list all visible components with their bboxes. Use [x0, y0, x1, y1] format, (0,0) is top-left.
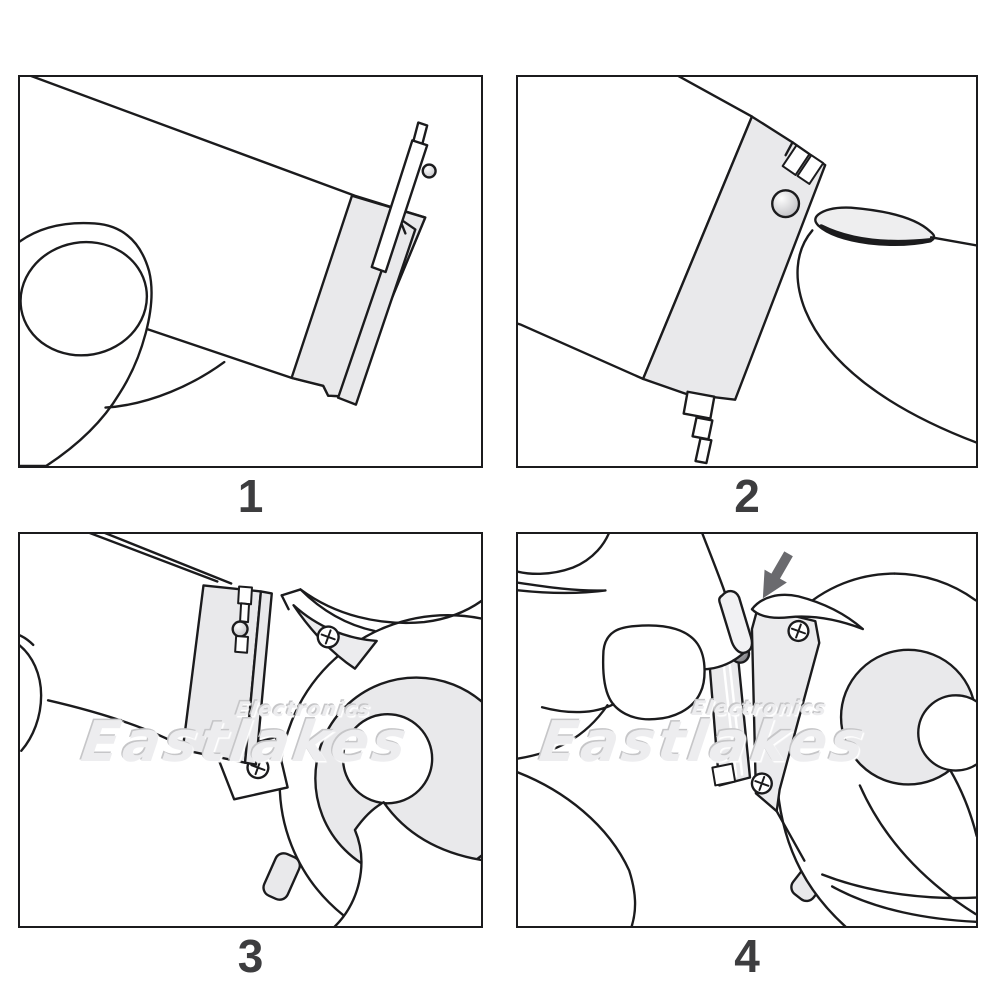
- upper-lug-top-edge: [280, 588, 481, 625]
- case-bottom-rim-arcs: [821, 873, 976, 923]
- finger-contour: [796, 229, 976, 444]
- thumb-small-line: [20, 634, 35, 647]
- strap-edge-strip: [336, 217, 417, 406]
- quick-release-knob: [771, 189, 801, 219]
- panel-step-1: [18, 75, 483, 468]
- case-swirl: [333, 801, 481, 926]
- press-down-arrow: [762, 551, 793, 599]
- upper-lug-lower-edge: [299, 588, 376, 633]
- case-back-opening: [917, 694, 976, 772]
- thumbnail: [20, 240, 149, 357]
- spring-bar-shaft: [370, 139, 429, 274]
- case-swirl-tail-lines: [858, 768, 976, 916]
- strap-edge-strip: [243, 590, 273, 766]
- watch-case-top-arc: [893, 572, 976, 602]
- finger-top-line: [929, 236, 976, 247]
- illustration-step-2-slide-knob: [518, 77, 976, 465]
- lug-screw-lower: [750, 772, 773, 795]
- thumb-edge-curve: [20, 644, 43, 752]
- upper-lug-tip-bevel: [280, 594, 290, 611]
- case-edge-to-button: [775, 809, 806, 862]
- step-number-2: 2: [734, 470, 760, 522]
- thumb-crease-line: [104, 360, 226, 409]
- quick-release-knob: [421, 163, 437, 179]
- spring-bar-pin-base: [682, 390, 716, 420]
- strap-edge-lines: [89, 534, 233, 585]
- upper-lug-horn: [750, 593, 865, 631]
- panel-step-2: [516, 75, 978, 468]
- lug-screw-upper: [787, 619, 810, 643]
- slot-rib-1: [781, 144, 811, 176]
- knuckle: [601, 624, 706, 721]
- link-channel-lines: [722, 658, 744, 778]
- panel-step-4: Electronics Eastlakes: [516, 532, 978, 928]
- spring-bar-shaft: [239, 602, 251, 624]
- case-back-opening: [341, 712, 434, 805]
- step-number-4: 4: [734, 930, 760, 982]
- hand-edge-line: [46, 699, 186, 750]
- link-bevel-line: [784, 141, 794, 157]
- link-step-notch: [711, 762, 737, 787]
- illustration-step-3-align-strap-to-lugs: [20, 534, 481, 926]
- lug-screw-upper: [316, 625, 340, 649]
- fingernail: [718, 589, 754, 654]
- illustration-step-4-press-strap-in: [518, 534, 976, 926]
- hand-crease-lines: [518, 581, 607, 595]
- nail-shadow-line: [819, 224, 933, 245]
- hand-contour-left: [518, 534, 610, 576]
- lug-plate: [750, 606, 821, 813]
- step-number-1: 1: [237, 470, 264, 522]
- quick-release-knob: [231, 620, 249, 638]
- illustration-step-1-strap-held-by-thumb: [20, 77, 437, 466]
- watch-side-button: [262, 852, 302, 901]
- panel-step-3: Electronics Eastlakes: [18, 532, 483, 928]
- spring-bar-pin-mid: [691, 416, 714, 441]
- spring-bar-tip: [237, 585, 253, 606]
- spring-bar-lower: [234, 634, 250, 654]
- step-number-3: 3: [237, 930, 264, 982]
- hand-lower-curves: [518, 703, 637, 926]
- slot-rib-2: [796, 154, 825, 185]
- spring-bar-pin-tip: [694, 437, 713, 465]
